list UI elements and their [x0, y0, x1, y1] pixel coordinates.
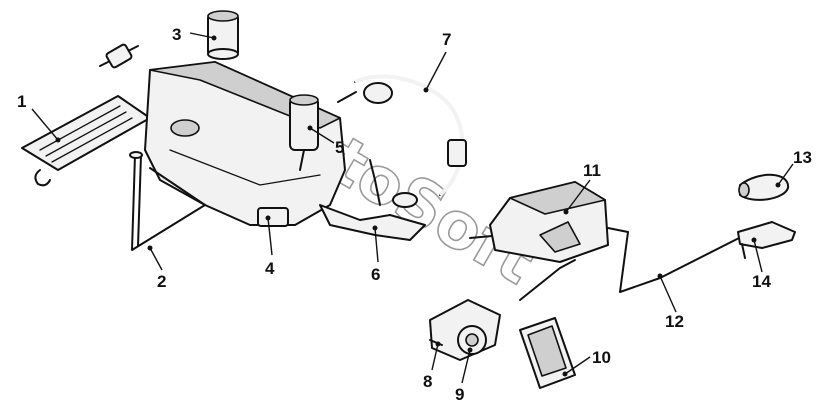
callout-5: 5 [335, 138, 344, 157]
part-8-9-valve [429, 299, 501, 361]
callout-9: 9 [455, 385, 464, 404]
callout-7: 7 [442, 30, 451, 49]
callout-8: 8 [423, 372, 432, 391]
fuel-filter [99, 43, 139, 69]
callout-labels: 1 2 3 4 5 6 7 8 9 10 11 12 13 14 [17, 25, 812, 404]
part-7-vent-hose [337, 74, 467, 197]
part-6-pipe-assembly [319, 159, 426, 241]
part-13-connector [738, 173, 790, 201]
callout-2: 2 [157, 272, 166, 291]
callout-14: 14 [752, 272, 771, 291]
callout-3: 3 [172, 25, 181, 44]
part-12-cable [519, 227, 746, 301]
callout-13: 13 [793, 148, 812, 167]
part-3-cap [207, 10, 239, 60]
part-1-heat-shield [21, 95, 151, 187]
callout-10: 10 [592, 348, 611, 367]
callout-4: 4 [265, 259, 275, 278]
callout-6: 6 [371, 265, 380, 284]
callout-1: 1 [17, 92, 26, 111]
leader-lines [31, 32, 794, 384]
part-5-fuel-pump [289, 94, 319, 171]
callout-12: 12 [665, 312, 684, 331]
part-14-bracket [737, 221, 796, 259]
part-11-canister [469, 181, 609, 263]
part-10-module [519, 317, 576, 389]
callout-11: 11 [583, 161, 601, 180]
part-2-filler-pipe [129, 151, 206, 251]
